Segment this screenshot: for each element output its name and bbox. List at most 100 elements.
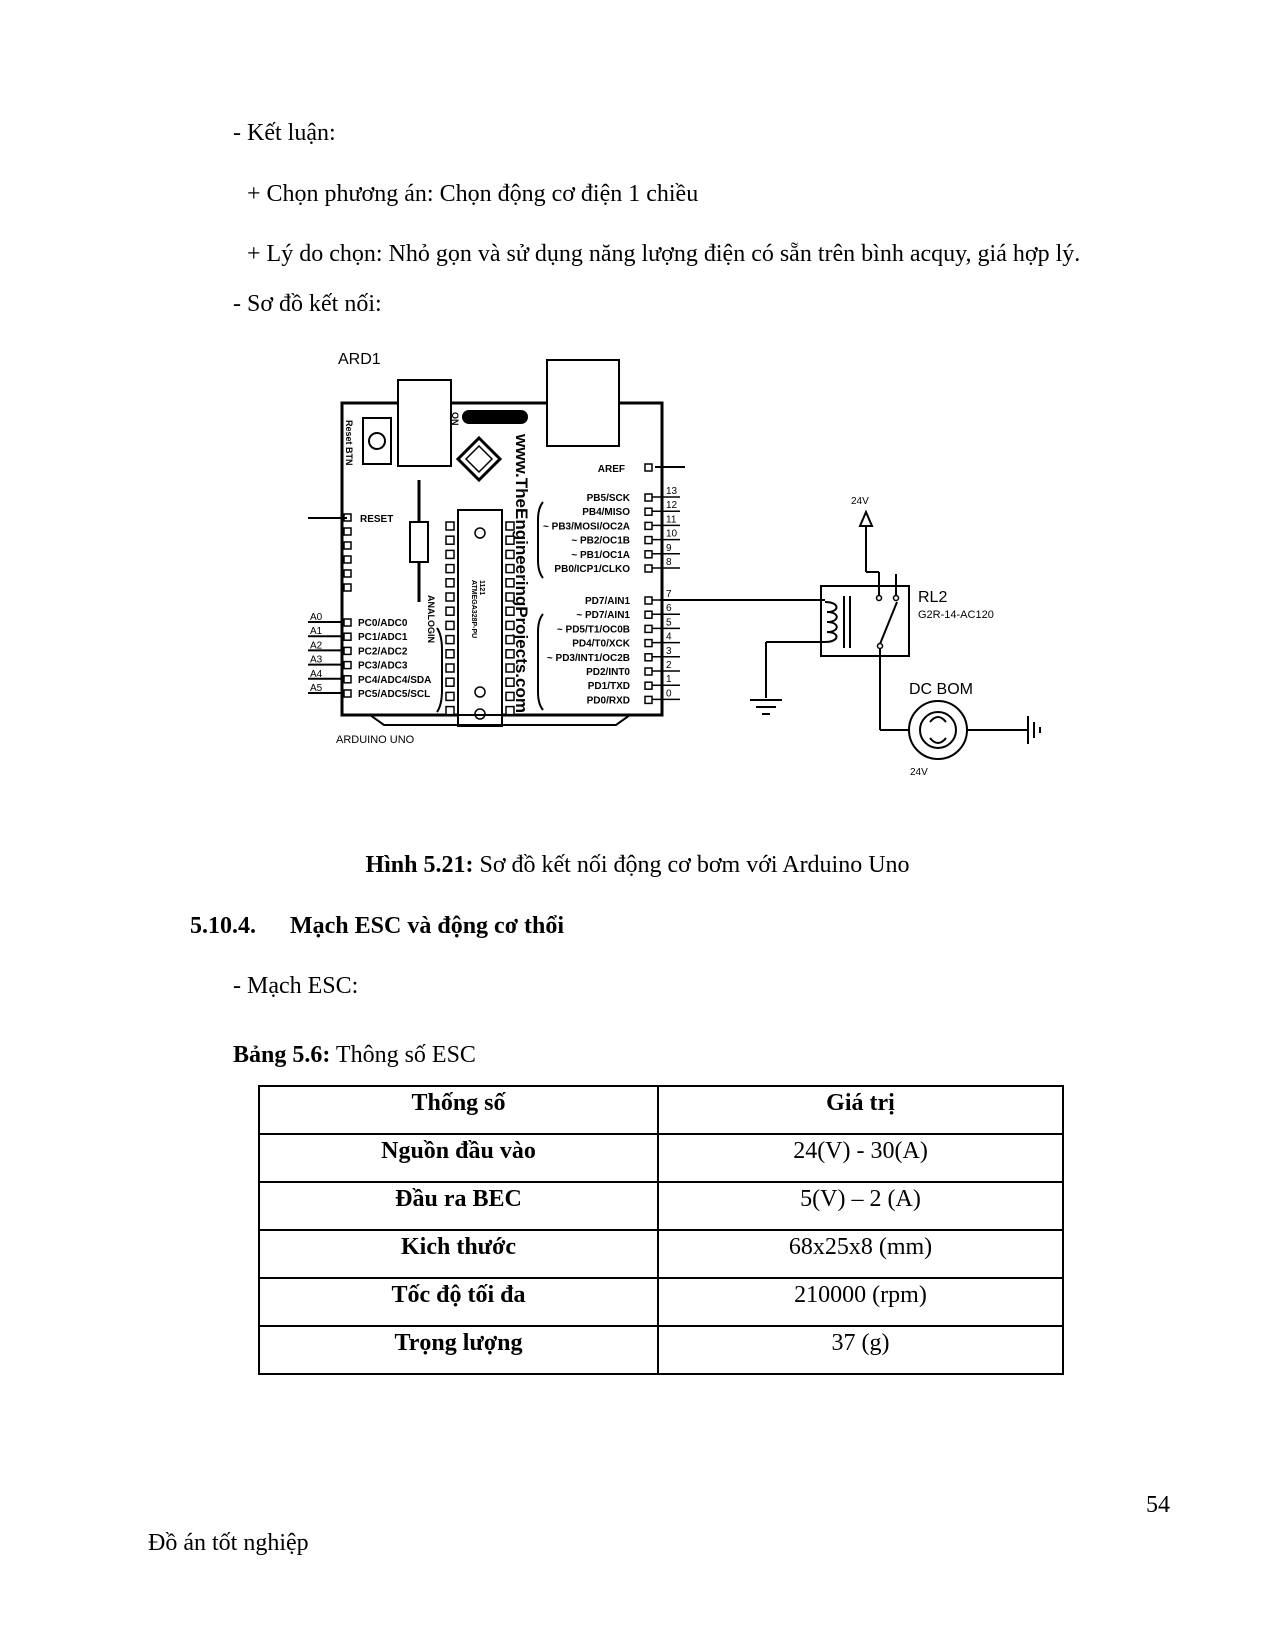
- section-title: Mạch ESC và động cơ thổi: [290, 913, 564, 939]
- analog-header: A0PC0/ADC0A1PC1/ADC1A2PC2/ADC2A3PC3/ADC3…: [308, 612, 431, 700]
- reason-line: + Lý do chọn: Nhỏ gọn và sử dụng năng lư…: [247, 241, 1081, 267]
- supply-arrow: [858, 509, 874, 527]
- chip-pin: [445, 691, 455, 702]
- digital-pin-label: PD4/T0/XCK: [572, 639, 631, 650]
- digital-pin: [644, 624, 653, 634]
- analog-pin: [343, 660, 352, 670]
- digital-pin-number: 10: [666, 529, 678, 540]
- table-caption: Bảng 5.6: Thông số ESC: [233, 1042, 476, 1069]
- chip-number: 1121: [478, 580, 485, 595]
- reset-pin-label: RESET: [360, 514, 393, 525]
- digital-pin-label: PD2/INT0: [586, 667, 630, 678]
- reset-btn-label: Reset BTN: [344, 420, 354, 466]
- wiring-diagram-svg: ARD1 Reset BTN ON www.TheEngineeringProj…: [308, 351, 1041, 778]
- analog-pin-label: PC4/ADC4/SDA: [358, 675, 431, 686]
- analog-pin: [343, 689, 352, 698]
- usb-connector: [397, 379, 452, 467]
- digital-pin: [644, 493, 653, 502]
- header-pin: [343, 569, 352, 578]
- chip-pin: [445, 606, 455, 616]
- chip-pin: [505, 634, 515, 645]
- param-cell: Đầu ra BEC: [258, 1181, 659, 1231]
- analog-pin-label: PC1/ADC1: [358, 632, 408, 643]
- analog-pin-ext-label: A2: [310, 640, 323, 651]
- page-number: 54: [1146, 1492, 1170, 1518]
- website-label: www.TheEngineeringProjects.com: [512, 433, 531, 713]
- chip-pin: [505, 563, 515, 574]
- diagram-intro-line: - Sơ đồ kết nối:: [233, 291, 382, 317]
- chip-pin: [505, 592, 515, 602]
- board-name-label: ARDUINO UNO: [336, 734, 415, 746]
- value-cell: 24(V) - 30(A): [657, 1133, 1064, 1183]
- chip-pin: [445, 634, 455, 645]
- chip-pin: [445, 535, 455, 545]
- chip-pin: [505, 663, 515, 673]
- digital-pin-number: 1: [666, 674, 672, 685]
- table-row: Nguồn đầu vào 24(V) - 30(A): [258, 1133, 1064, 1183]
- power-jack: [546, 359, 620, 447]
- digital-pin: [644, 521, 653, 531]
- analog-pin-label: PC0/ADC0: [358, 618, 408, 629]
- choice-line: + Chọn phương án: Chọn động cơ điện 1 ch…: [247, 181, 699, 207]
- digital-pin: [644, 638, 653, 648]
- digital-pin-number: 6: [666, 603, 672, 614]
- header-pin: [343, 541, 352, 550]
- analogin-label: ANALOGIN: [426, 595, 436, 643]
- analog-pin: [343, 632, 352, 641]
- figure-caption: Hình 5.21: Sơ đồ kết nối động cơ bơm với…: [0, 852, 1275, 879]
- param-cell: Kich thước: [258, 1229, 659, 1279]
- chip-pin: [505, 691, 515, 702]
- chip-pin: [505, 649, 515, 659]
- digital-pin-number: 0: [666, 688, 672, 699]
- esc-intro-line: - Mạch ESC:: [233, 973, 359, 999]
- crystal: [409, 521, 429, 563]
- digital-pin-number: 11: [666, 514, 677, 525]
- header-pin: [343, 555, 352, 564]
- chip-pin: [505, 620, 515, 631]
- table-row: Trọng lượng 37 (g): [258, 1325, 1064, 1375]
- footer-title: Đồ án tốt nghiệp: [148, 1530, 309, 1556]
- digital-pin: [644, 535, 653, 545]
- analog-pin-label: PC5/ADC5/SCL: [358, 689, 430, 700]
- analog-pin-label: PC2/ADC2: [358, 646, 408, 657]
- table-caption-text: Thông số ESC: [330, 1042, 476, 1068]
- dc-motor: [908, 700, 968, 760]
- chip-pin: [445, 620, 455, 631]
- digital-pin-label: ~ PD3/INT1/OC2B: [547, 653, 630, 664]
- table-header-row: Thống số Giá trị: [258, 1085, 1064, 1135]
- aref-label: AREF: [598, 464, 625, 475]
- digital-pin-number: 2: [666, 660, 672, 671]
- figure-caption-label: Hình 5.21:: [365, 852, 474, 878]
- chip-pin: [505, 578, 515, 588]
- digital-pin-number: 13: [666, 486, 678, 497]
- digital-pin-number: 9: [666, 543, 672, 554]
- chip-pin: [445, 592, 455, 602]
- analog-pin-ext-label: A1: [310, 626, 323, 637]
- digital-pin-number: 12: [666, 500, 678, 511]
- digital-pin-label: PB0/ICP1/CLKO: [554, 564, 630, 575]
- chip-pin: [445, 649, 455, 659]
- digital-pin: [644, 596, 653, 605]
- digital-pin: [644, 653, 653, 662]
- table-row: Đầu ra BEC 5(V) – 2 (A): [258, 1181, 1064, 1231]
- digital-pin: [644, 550, 653, 559]
- reset-button-circle: [368, 432, 386, 450]
- param-cell: Nguồn đầu vào: [258, 1133, 659, 1183]
- digital-pin: [644, 681, 653, 690]
- motor-label: DC BOM: [909, 681, 973, 698]
- analog-pin-label: PC3/ADC3: [358, 661, 408, 672]
- digital-pin-label: PD1/TXD: [588, 681, 630, 692]
- relay-coil: [824, 601, 838, 643]
- param-cell: Trọng lượng: [258, 1325, 659, 1375]
- wiring-diagram: ARD1 Reset BTN ON www.TheEngineeringProj…: [300, 350, 1100, 820]
- value-cell: 210000 (rpm): [657, 1277, 1064, 1327]
- reset-header: [343, 513, 352, 592]
- aref-pin: [644, 463, 653, 472]
- chip-pin: [445, 578, 455, 588]
- board-ref-label: ARD1: [338, 351, 381, 368]
- digital-pin: [644, 695, 653, 705]
- value-cell: 37 (g): [657, 1325, 1064, 1375]
- figure-caption-text: Sơ đồ kết nối động cơ bơm với Arduino Un…: [473, 852, 910, 878]
- digital-pin-label: ~ PD5/T1/OC0B: [557, 624, 630, 635]
- table-caption-label: Bảng 5.6:: [233, 1042, 331, 1068]
